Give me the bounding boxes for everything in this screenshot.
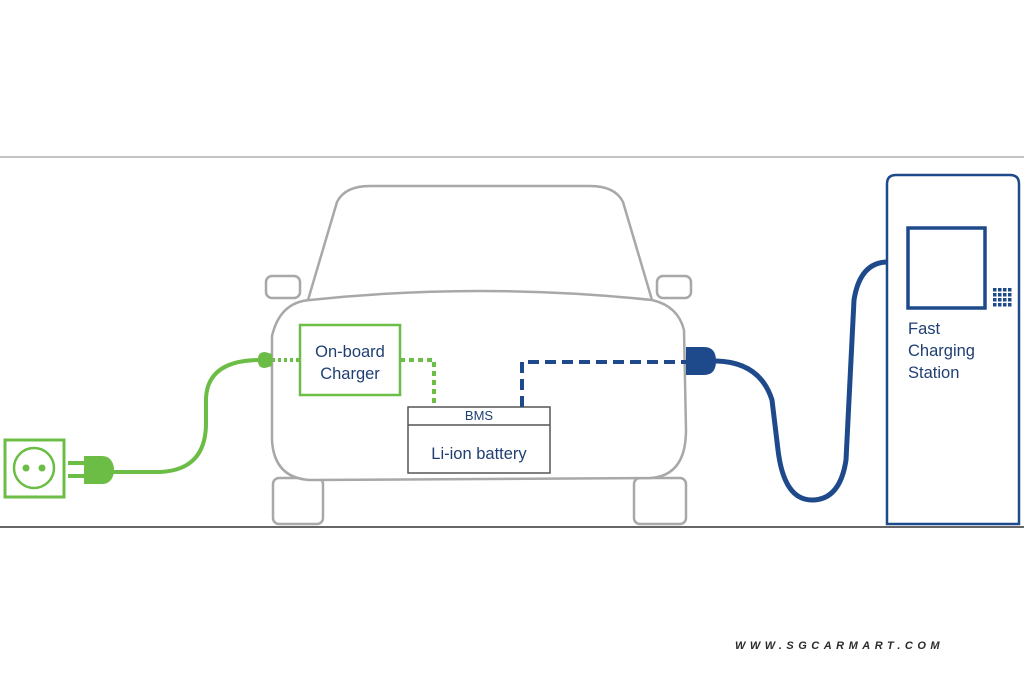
keypad-dot [1003,298,1007,302]
battery-label: Li-ion battery [431,445,527,463]
onboard-charger-label-line2: Charger [320,365,380,383]
station-label-line3: Station [908,364,959,382]
ac-plug-icon [68,456,114,484]
car-right-mirror [655,274,693,300]
keypad-dot [998,288,1002,292]
car-cabin [306,184,654,301]
keypad-dot [1008,298,1012,302]
battery-box [407,406,551,474]
keypad-dot [1008,303,1012,307]
keypad-dot [1003,288,1007,292]
keypad-dot [998,298,1002,302]
station-label-line2: Charging [908,342,975,360]
dc-plug-icon [686,347,716,375]
car-outline [264,184,693,526]
ac-inlet-icon [258,352,272,368]
station-keypad-icon [993,288,1012,307]
keypad-dot [993,288,997,292]
station-label-line1: Fast [908,320,941,338]
keypad-dot [998,293,1002,297]
car-left-mirror [264,274,302,300]
onboard-charger-label-line1: On-board [315,343,385,361]
keypad-dot [1008,288,1012,292]
keypad-dot [993,298,997,302]
ac-charger-to-battery-link [400,358,436,406]
keypad-dot [993,303,997,307]
car-right-wheel [632,476,688,526]
bms-label: BMS [465,408,494,423]
car-left-wheel [271,476,325,526]
keypad-dot [1008,293,1012,297]
dc-battery-to-inlet-link [520,360,686,407]
dc-charging-cable [713,259,891,503]
keypad-dot [998,303,1002,307]
ac-charging-cable [112,358,262,474]
station-screen [906,226,987,310]
wall-socket-icon [3,438,66,499]
onboard-charger-box [298,323,402,397]
keypad-dot [1003,303,1007,307]
keypad-dot [1003,293,1007,297]
watermark: WWW.SGCARMART.COM [735,640,945,652]
keypad-dot [993,293,997,297]
